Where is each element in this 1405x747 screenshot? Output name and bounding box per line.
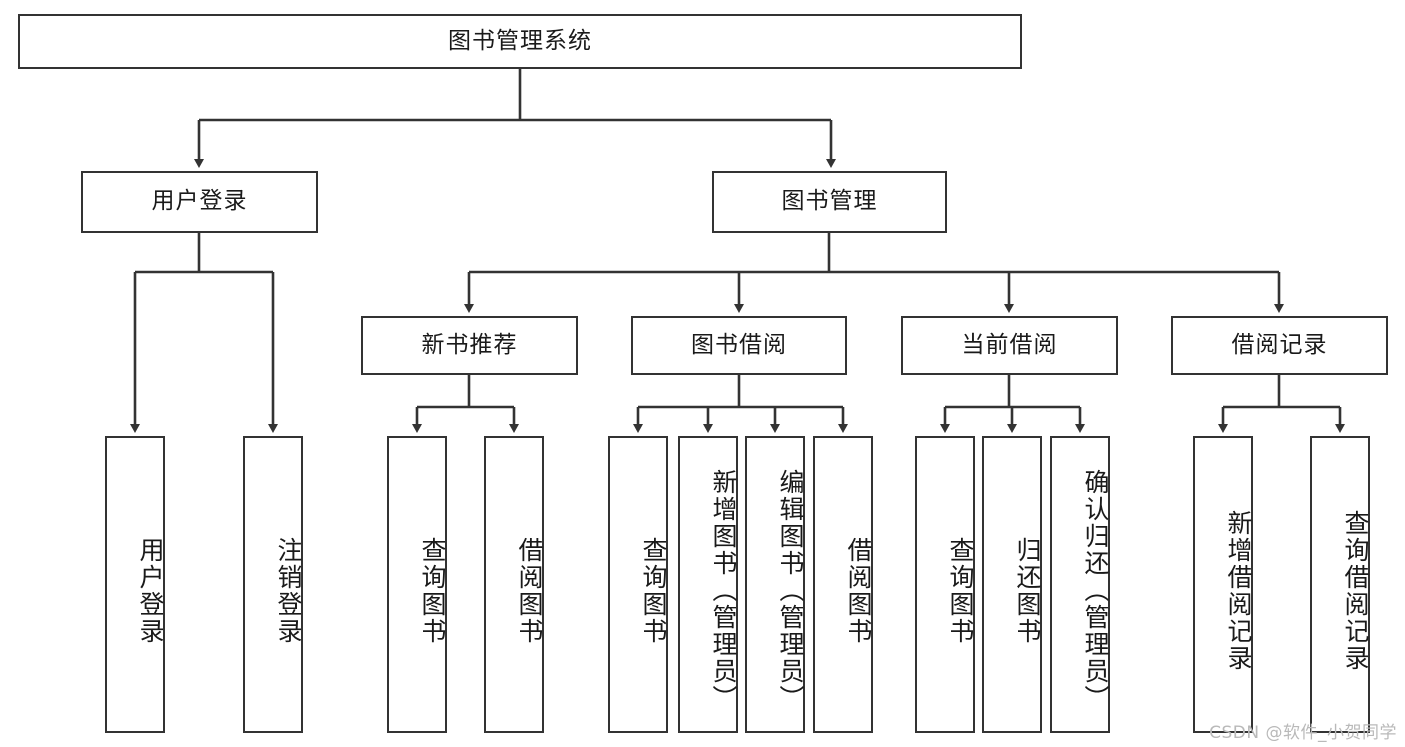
node-label: 查询图书 xyxy=(946,536,975,645)
leaf-return-book[interactable]: 归还图书 xyxy=(982,436,1042,733)
leaf-query-book-recommend[interactable]: 查询图书 xyxy=(387,436,447,733)
leaf-logout[interactable]: 注销登录 xyxy=(243,436,303,733)
node-label: 查询图书 xyxy=(639,536,668,645)
node-label: 图书借阅 xyxy=(691,331,787,358)
node-label: 编辑图书（管理员） xyxy=(776,469,805,712)
node-label: 新增借阅记录 xyxy=(1224,509,1253,672)
node-book-borrow[interactable]: 图书借阅 xyxy=(631,316,847,375)
leaf-query-book-borrow[interactable]: 查询图书 xyxy=(608,436,668,733)
node-label: 确认归还（管理员） xyxy=(1081,469,1110,712)
leaf-add-borrow-record[interactable]: 新增借阅记录 xyxy=(1193,436,1253,733)
node-label: 借阅记录 xyxy=(1231,331,1328,358)
node-label: 当前借阅 xyxy=(961,331,1058,358)
leaf-confirm-return-admin[interactable]: 确认归还（管理员） xyxy=(1050,436,1110,733)
node-label: 图书管理 xyxy=(781,188,878,215)
leaf-borrow-book[interactable]: 借阅图书 xyxy=(813,436,873,733)
node-label: 图书管理系统 xyxy=(448,27,592,54)
node-label: 新增图书（管理员） xyxy=(709,469,738,712)
node-label: 借阅图书 xyxy=(844,536,873,645)
leaf-user-login[interactable]: 用户登录 xyxy=(105,436,165,733)
node-current-borrow[interactable]: 当前借阅 xyxy=(901,316,1118,375)
node-label: 用户登录 xyxy=(136,536,165,645)
node-label: 借阅图书 xyxy=(515,536,544,645)
leaf-add-book-admin[interactable]: 新增图书（管理员） xyxy=(678,436,738,733)
node-label: 查询图书 xyxy=(418,536,447,645)
leaf-edit-book-admin[interactable]: 编辑图书（管理员） xyxy=(745,436,805,733)
node-root[interactable]: 图书管理系统 xyxy=(18,14,1022,69)
node-book-management[interactable]: 图书管理 xyxy=(712,171,947,233)
node-label: 新书推荐 xyxy=(421,331,518,358)
node-label: 用户登录 xyxy=(151,188,248,215)
node-label: 归还图书 xyxy=(1013,536,1042,645)
node-borrow-record[interactable]: 借阅记录 xyxy=(1171,316,1388,375)
node-user-login[interactable]: 用户登录 xyxy=(81,171,318,233)
leaf-query-book-current[interactable]: 查询图书 xyxy=(915,436,975,733)
watermark-text: CSDN @软件_小贺同学 xyxy=(1209,723,1397,743)
leaf-query-borrow-record[interactable]: 查询借阅记录 xyxy=(1310,436,1370,733)
leaf-borrow-book-recommend[interactable]: 借阅图书 xyxy=(484,436,544,733)
node-label: 注销登录 xyxy=(274,536,303,645)
node-new-book-recommend[interactable]: 新书推荐 xyxy=(361,316,578,375)
node-label: 查询借阅记录 xyxy=(1341,509,1370,672)
